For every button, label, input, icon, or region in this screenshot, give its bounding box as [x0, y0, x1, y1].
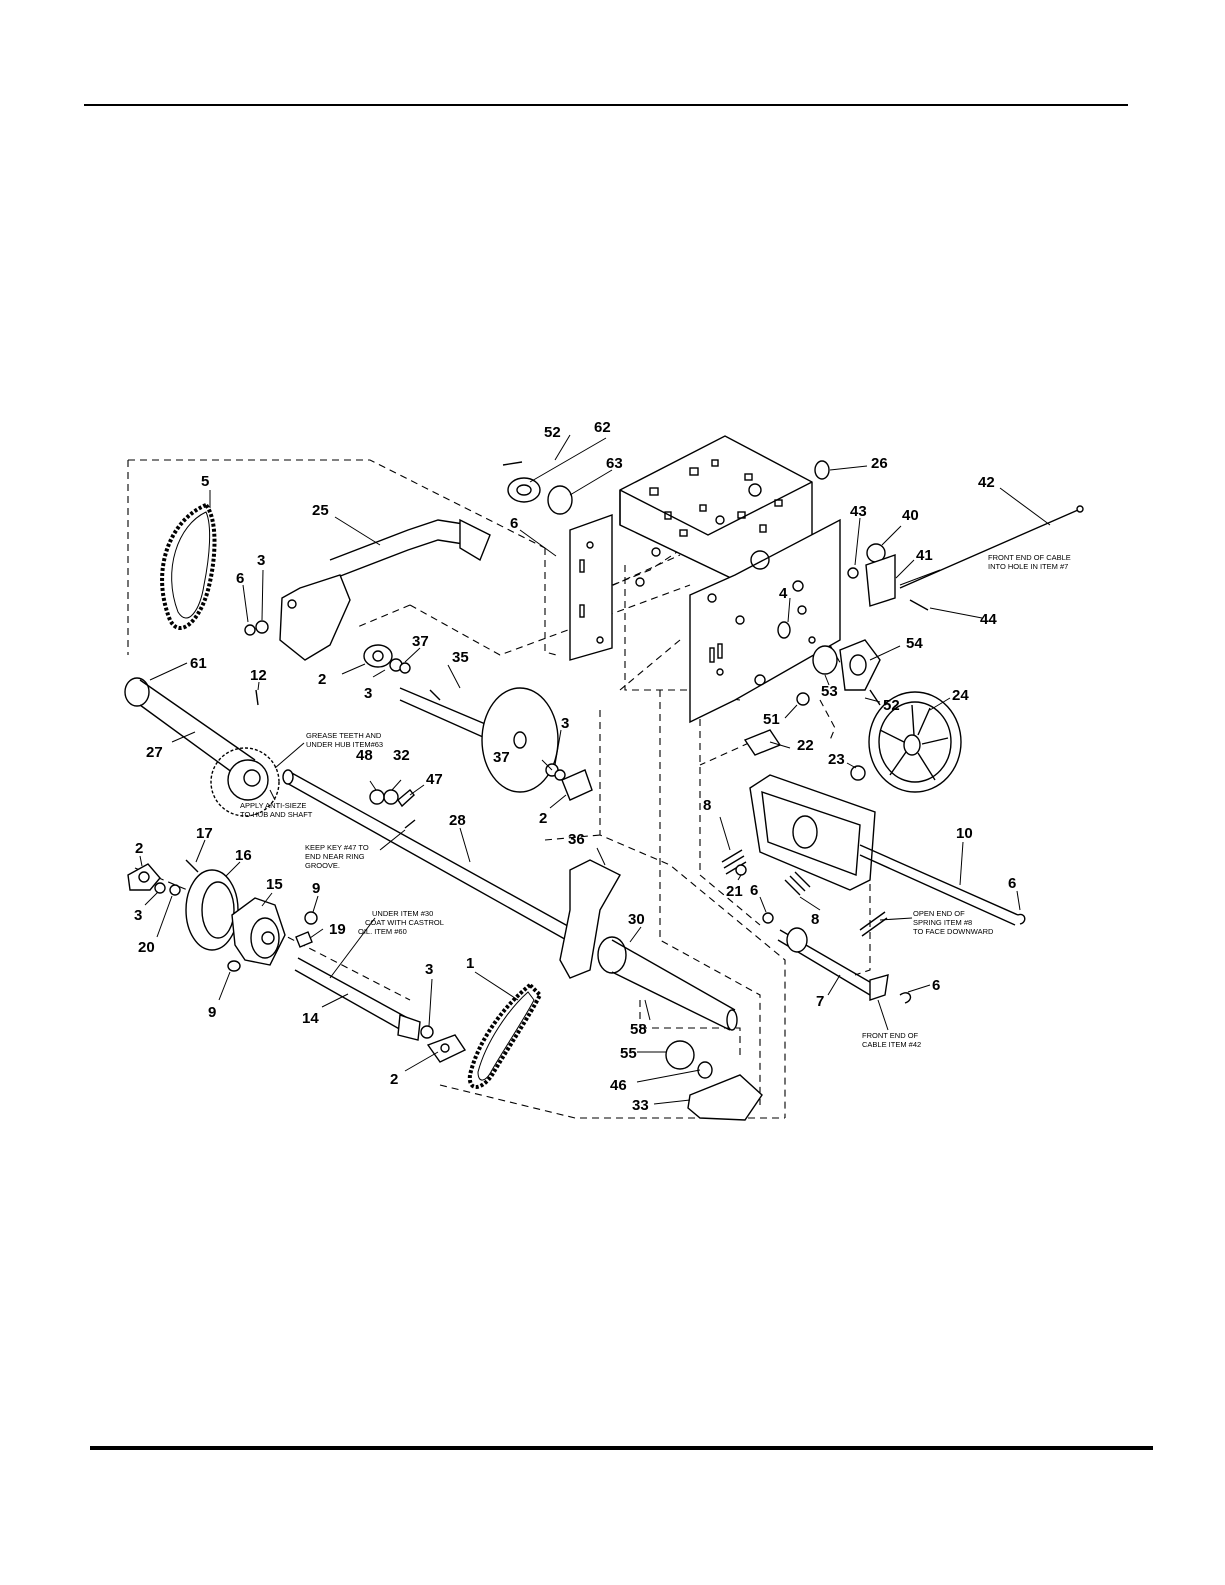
callout-6a: 6: [510, 515, 518, 532]
note-antisieze-1: APPLY ANTI-SIEZE: [240, 801, 306, 810]
callout-58: 58: [630, 1021, 647, 1038]
note-spring-3: TO FACE DOWNWARD: [913, 927, 994, 936]
callout-52b: 52: [883, 697, 900, 714]
callout-5: 5: [201, 473, 209, 490]
callout-8b: 8: [811, 911, 819, 928]
callout-3c: 3: [561, 715, 569, 732]
callout-1: 1: [466, 955, 474, 972]
callout-2d: 2: [390, 1071, 398, 1088]
callout-3b: 3: [364, 685, 372, 702]
callout-24: 24: [952, 687, 969, 704]
note-antisieze-2: TO HUB AND SHAFT: [240, 810, 313, 819]
callout-25: 25: [312, 502, 329, 519]
note-spring-1: OPEN END OF: [913, 909, 965, 918]
callout-37a: 37: [412, 633, 429, 650]
callout-8a: 8: [703, 797, 711, 814]
callout-17: 17: [196, 825, 213, 842]
callout-30: 30: [628, 911, 645, 928]
callout-6b: 6: [236, 570, 244, 587]
callout-61: 61: [190, 655, 207, 672]
footer-rule: [90, 1446, 1153, 1450]
note-cable-hole-1: FRONT END OF CABLE: [988, 553, 1071, 562]
note-key-1: KEEP KEY #47 TO: [305, 843, 369, 852]
callout-23: 23: [828, 751, 845, 768]
callout-6e: 6: [932, 977, 940, 994]
callout-43: 43: [850, 503, 867, 520]
note-cable-hole-2: INTO HOLE IN ITEM #7: [988, 562, 1068, 571]
note-oil-2: COAT WITH CASTROL: [365, 918, 444, 927]
callout-27: 27: [146, 744, 163, 761]
callout-16: 16: [235, 847, 252, 864]
callout-47: 47: [426, 771, 443, 788]
callout-10: 10: [956, 825, 973, 842]
callout-44: 44: [980, 611, 997, 628]
callout-40: 40: [902, 507, 919, 524]
callout-36: 36: [568, 831, 585, 848]
callout-52: 52: [544, 424, 561, 441]
callout-3d: 3: [134, 907, 142, 924]
leader-lines: [139, 434, 1051, 1105]
callout-21: 21: [726, 883, 743, 900]
assembly-notes: FRONT END OF CABLE INTO HOLE IN ITEM #7 …: [240, 553, 1071, 1049]
callout-7: 7: [816, 993, 824, 1010]
note-oil-1: UNDER ITEM #30: [372, 909, 433, 918]
callout-2c: 2: [135, 840, 143, 857]
note-grease-1: GREASE TEETH AND: [306, 731, 382, 740]
callout-28: 28: [449, 812, 466, 829]
callout-32: 32: [393, 747, 410, 764]
callout-54: 54: [906, 635, 923, 652]
note-cable-end-1: FRONT END OF: [862, 1031, 919, 1040]
callout-2a: 2: [318, 671, 326, 688]
note-grease-2: UNDER HUB ITEM#63: [306, 740, 383, 749]
callout-41: 41: [916, 547, 933, 564]
callout-55: 55: [620, 1045, 637, 1062]
callout-46: 46: [610, 1077, 627, 1094]
callout-15: 15: [266, 876, 283, 893]
callout-33: 33: [632, 1097, 649, 1114]
callout-6c: 6: [750, 882, 758, 899]
note-oil-3: OIL. ITEM #60: [358, 927, 407, 936]
callout-3a: 3: [257, 552, 265, 569]
note-key-3: GROOVE.: [305, 861, 340, 870]
callout-3e: 3: [425, 961, 433, 978]
callout-2b: 2: [539, 810, 547, 827]
callout-20: 20: [138, 939, 155, 956]
callout-19: 19: [329, 921, 346, 938]
header-rule: [84, 104, 1128, 106]
callout-48: 48: [356, 747, 373, 764]
callout-62: 62: [594, 419, 611, 436]
note-key-2: END NEAR RING: [305, 852, 365, 861]
callout-35: 35: [452, 649, 469, 666]
gearbox-frame: [569, 435, 841, 724]
callout-53: 53: [821, 683, 838, 700]
callout-22: 22: [797, 737, 814, 754]
callout-4: 4: [779, 585, 788, 602]
parts: [124, 460, 1084, 1121]
callout-42: 42: [978, 474, 995, 491]
callout-63: 63: [606, 455, 623, 472]
callout-9a: 9: [312, 880, 320, 897]
note-cable-end-2: CABLE ITEM #42: [862, 1040, 921, 1049]
note-spring-2: SPRING ITEM #8: [913, 918, 972, 927]
callout-14: 14: [302, 1010, 319, 1027]
callout-6d: 6: [1008, 875, 1016, 892]
callout-51: 51: [763, 711, 780, 728]
callout-12: 12: [250, 667, 267, 684]
callout-9b: 9: [208, 1004, 216, 1021]
callout-37b: 37: [493, 749, 510, 766]
callout-26: 26: [871, 455, 888, 472]
callout-numbers: 52 62 63 26 42 43 40 41 44 4 54 52 51 53…: [134, 419, 1016, 1114]
